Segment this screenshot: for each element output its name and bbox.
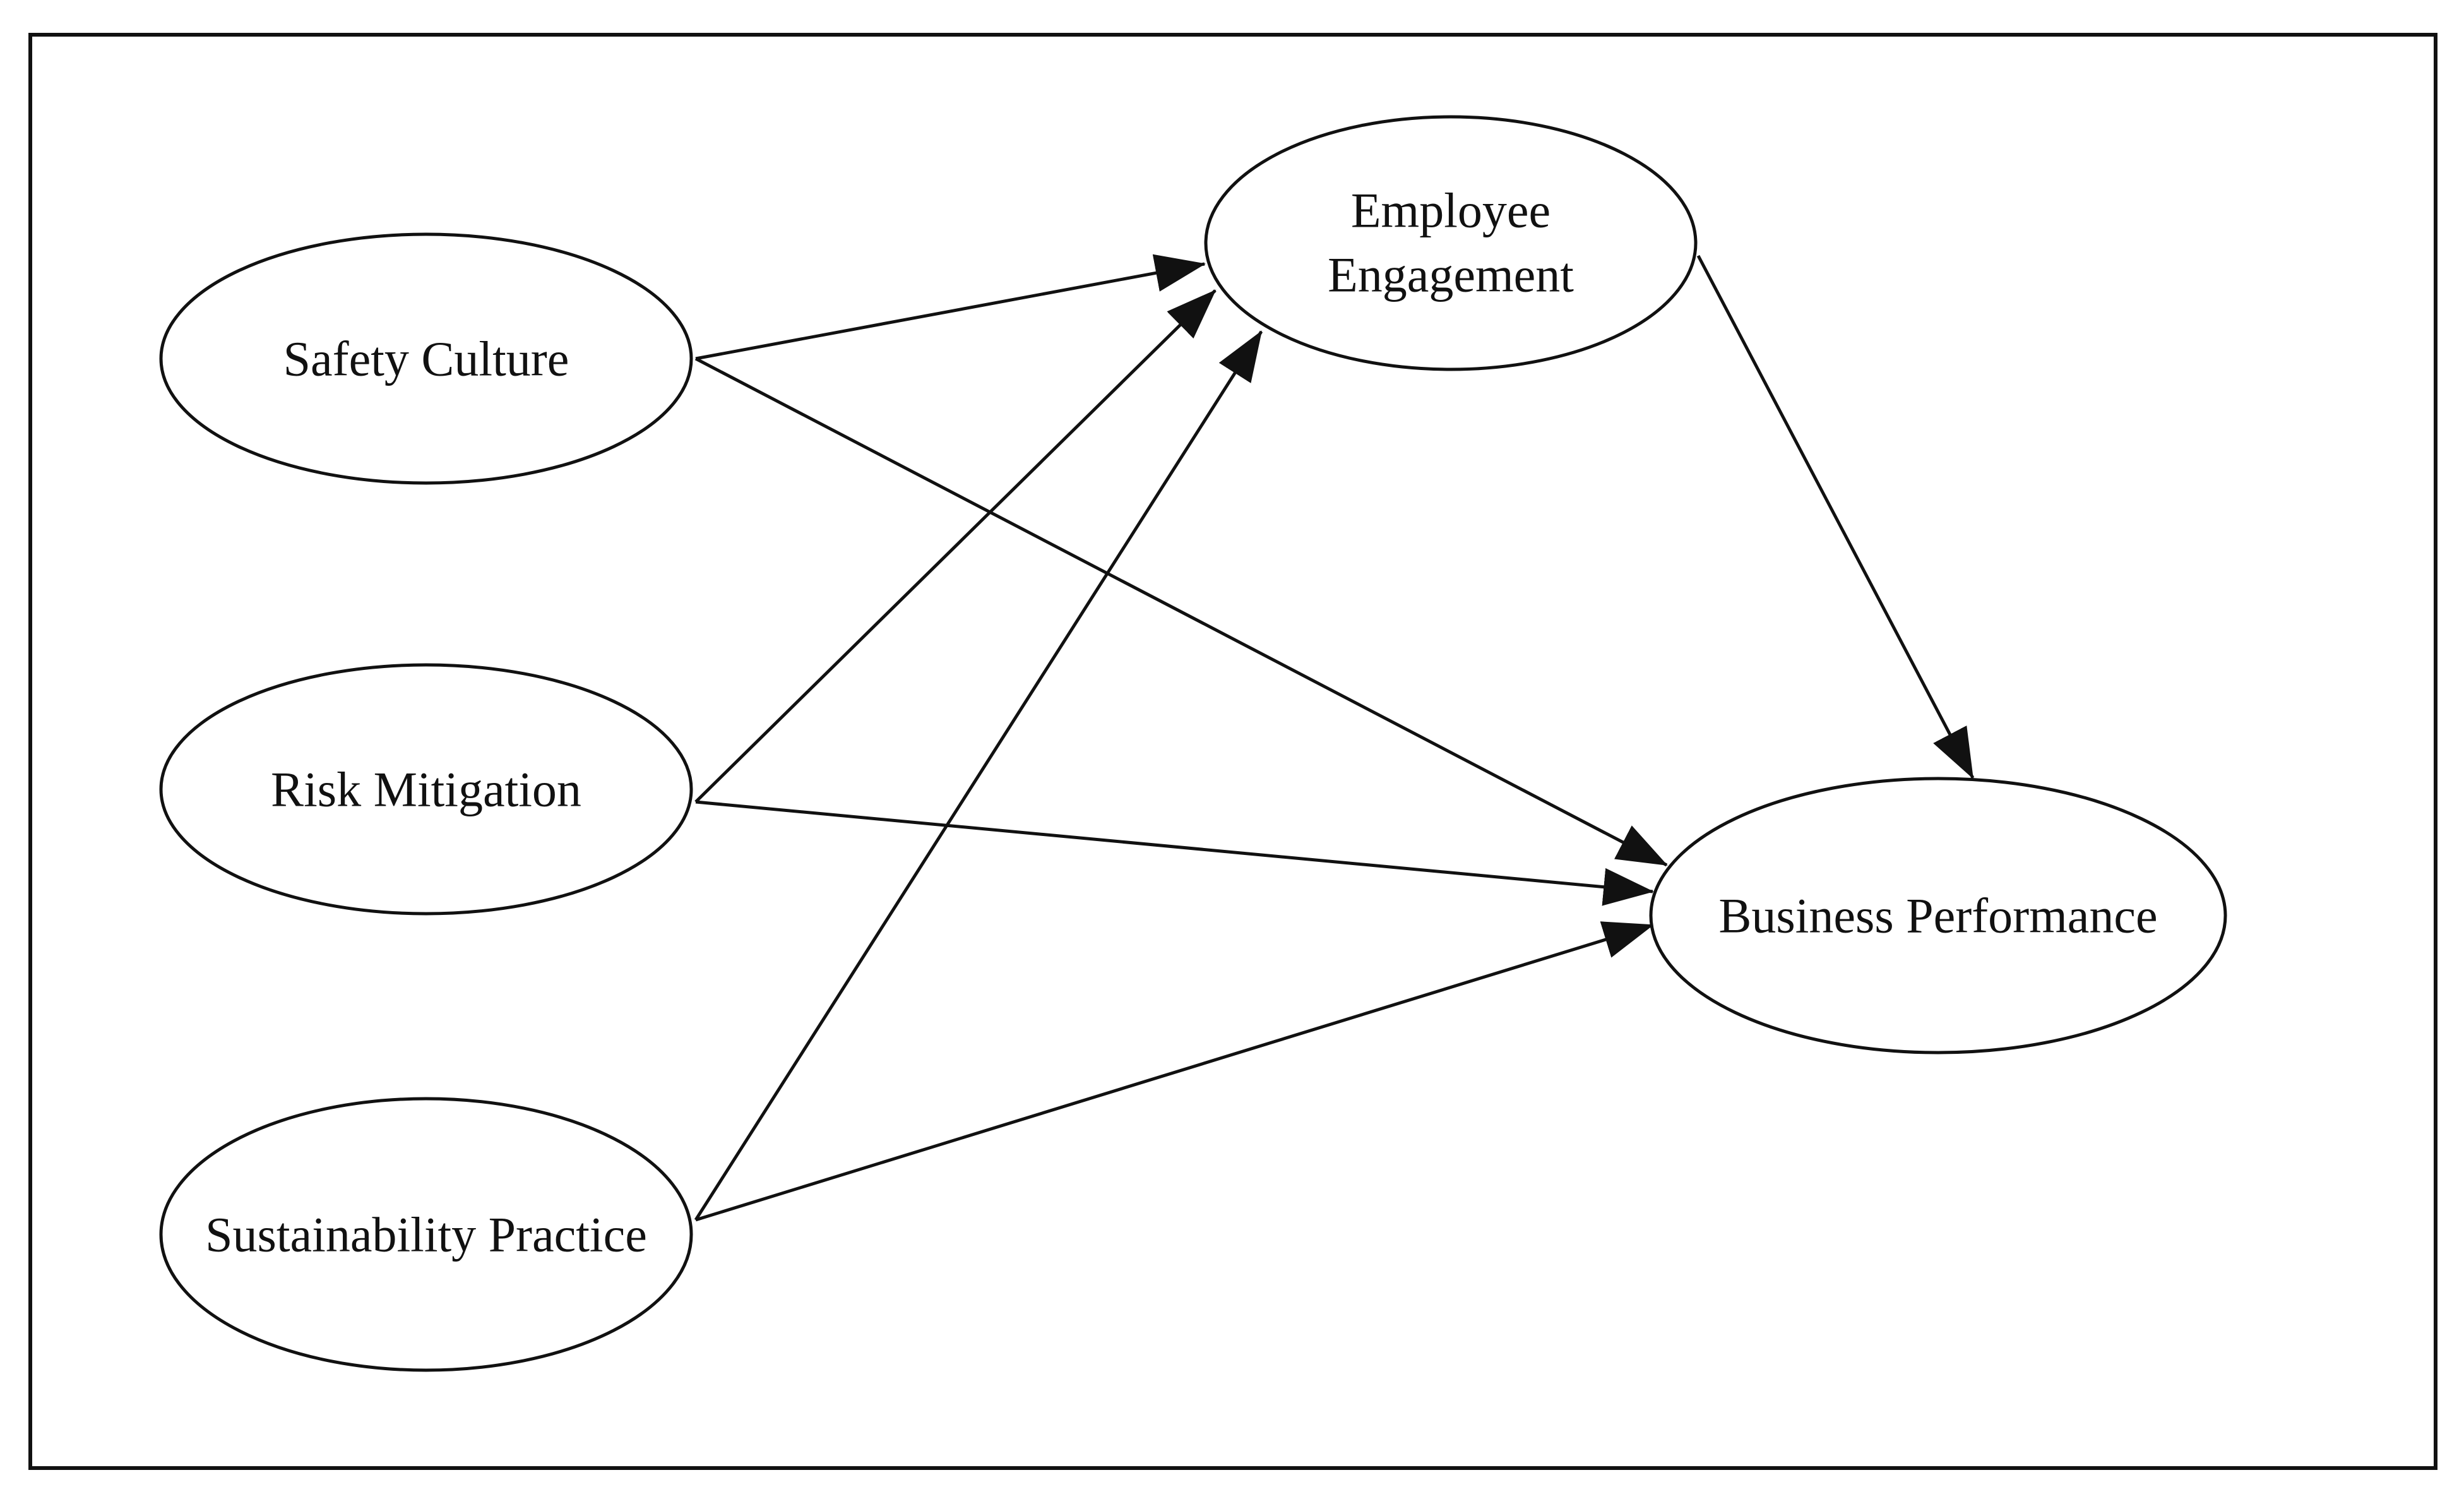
node-employee-engagement-label-line1: Employee [1351, 183, 1550, 238]
edge-risk-mitigation-to-business-performance [695, 800, 1654, 906]
edge-risk-mitigation-to-employee-engagement [694, 289, 1217, 803]
edge-safety-culture-to-employee-engagement [695, 254, 1206, 361]
node-business-performance-label: Business Performance [1718, 888, 2157, 943]
node-risk-mitigation-label: Risk Mitigation [271, 762, 581, 817]
node-risk-mitigation: Risk Mitigation [159, 663, 693, 916]
node-employee-engagement: Employee Engagement [1204, 115, 1698, 371]
edge-employee-engagement-to-business-performance [1696, 254, 1975, 779]
diagram-frame [28, 33, 2437, 1470]
node-employee-engagement-label-line2: Engagement [1328, 248, 1574, 302]
edge-safety-culture-to-business-performance [694, 357, 1668, 867]
node-sustainability-practice: Sustainability Practice [159, 1097, 693, 1372]
edge-sustainability-practice-to-employee-engagement [694, 330, 1263, 1221]
edge-sustainability-practice-to-business-performance [695, 921, 1654, 1222]
node-business-performance: Business Performance [1649, 777, 2227, 1054]
node-sustainability-practice-label: Sustainability Practice [205, 1207, 647, 1262]
node-safety-culture-label: Safety Culture [283, 331, 569, 386]
node-safety-culture: Safety Culture [159, 232, 693, 485]
